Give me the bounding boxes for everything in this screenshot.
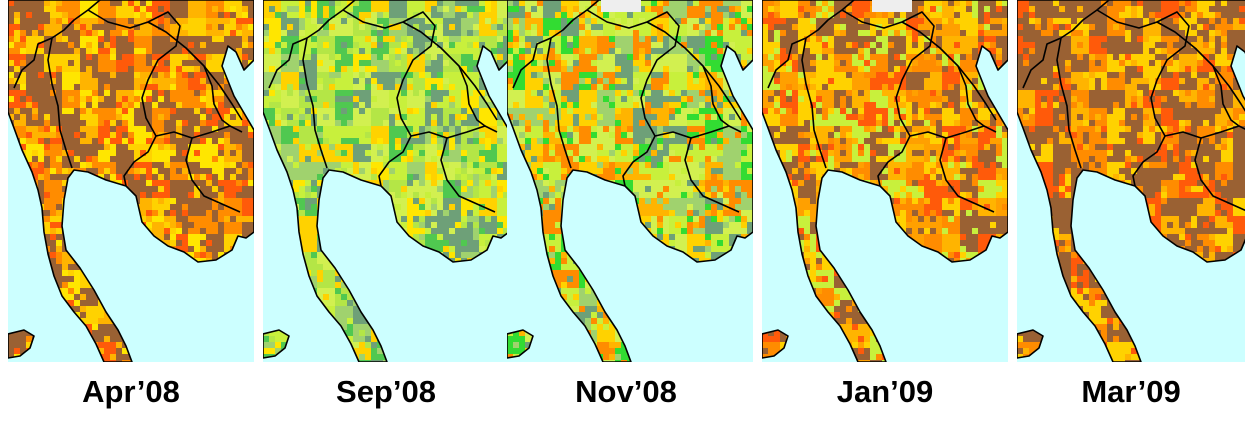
map-panel-jan-09 bbox=[762, 0, 1008, 362]
panel-label-apr-08: Apr’08 bbox=[82, 374, 180, 409]
drought-map-jan-09 bbox=[762, 0, 1008, 362]
panel-label-nov-08: Nov’08 bbox=[575, 374, 677, 409]
country-borders bbox=[1017, 0, 1245, 362]
no-data-patch bbox=[601, 0, 641, 12]
map-panel-sep-08 bbox=[263, 0, 509, 362]
map-panel-nov-08 bbox=[507, 0, 753, 362]
no-data-patch bbox=[872, 0, 912, 12]
panel-label-sep-08: Sep’08 bbox=[336, 374, 436, 409]
drought-map-sep-08 bbox=[263, 0, 509, 362]
drought-map-nov-08 bbox=[507, 0, 753, 362]
country-borders bbox=[8, 0, 254, 362]
country-borders bbox=[507, 0, 753, 362]
panel-label-jan-09: Jan’09 bbox=[836, 374, 934, 409]
drought-map-apr-08 bbox=[8, 0, 254, 362]
map-panel-mar-09 bbox=[1017, 0, 1245, 362]
country-borders bbox=[263, 0, 509, 362]
country-borders bbox=[762, 0, 1008, 362]
panel-label-mar-09: Mar’09 bbox=[1081, 374, 1181, 409]
map-panel-apr-08 bbox=[8, 0, 254, 362]
drought-map-mar-09 bbox=[1017, 0, 1245, 362]
